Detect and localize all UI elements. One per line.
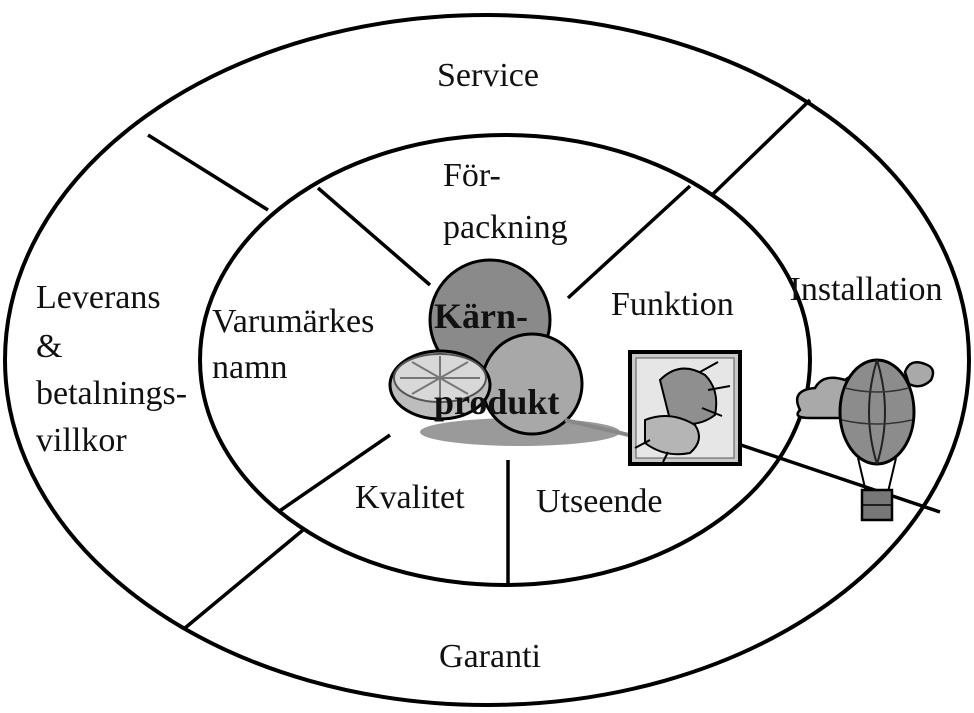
- inner-divider-top-right: [566, 184, 692, 300]
- label-karnprodukt-line2: produkt: [434, 382, 559, 422]
- hot-air-balloon-icon: [795, 358, 935, 522]
- label-forpackning-line2: packning: [443, 209, 568, 246]
- label-service: Service: [437, 57, 539, 94]
- inner-divider-bottom-left: [277, 433, 391, 514]
- label-funktion: Funktion: [611, 286, 734, 323]
- label-leverans-line2: &: [36, 328, 62, 365]
- label-installation: Installation: [790, 271, 943, 308]
- outer-divider-bottom-left: [183, 528, 305, 630]
- label-varumarkes-line1: Varumärkes: [212, 303, 374, 340]
- outer-ring: [3, 13, 971, 707]
- label-garanti: Garanti: [439, 638, 541, 675]
- label-leverans-line3: betalnings-: [36, 375, 187, 412]
- label-leverans-line1: Leverans: [36, 279, 161, 316]
- outer-divider-top-right: [710, 98, 812, 197]
- label-leverans-line4: villkor: [36, 422, 127, 459]
- label-kvalitet: Kvalitet: [355, 479, 465, 516]
- label-varumarkes-line2: namn: [212, 349, 288, 386]
- inner-divider-top-left: [316, 186, 432, 287]
- outer-divider-bottom-right: [737, 442, 941, 514]
- label-forpackning-line1: För-: [443, 157, 501, 194]
- label-utseende: Utseende: [536, 483, 663, 520]
- inner-ring: [198, 133, 812, 587]
- outer-divider-top-left: [147, 133, 269, 212]
- label-karnprodukt-line1: Kärn-: [434, 296, 528, 336]
- gardening-gloves-icon: [628, 350, 742, 466]
- fruit-clipart-icon: [388, 258, 651, 446]
